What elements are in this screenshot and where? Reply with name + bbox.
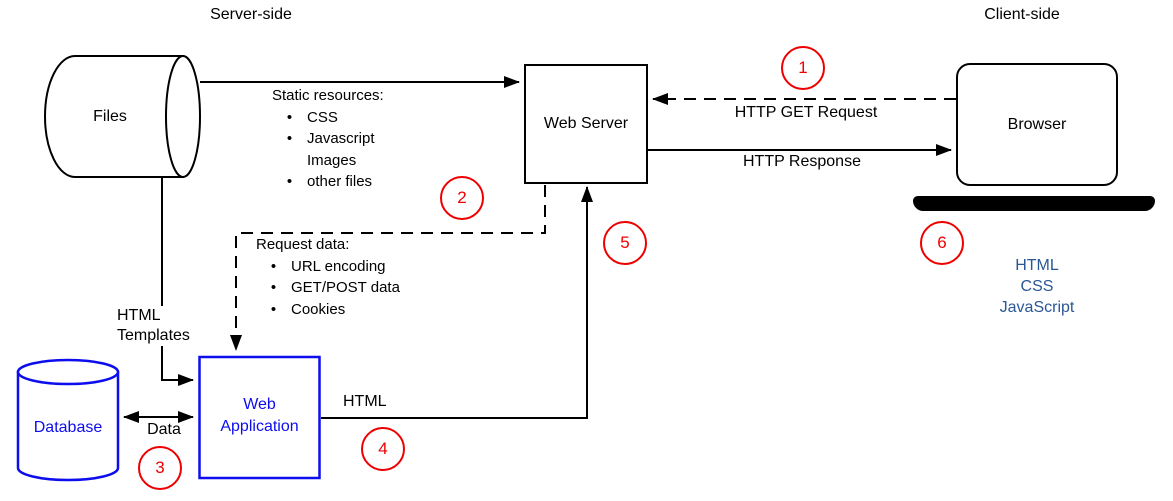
- static-resources-item: • Javascript: [272, 128, 384, 150]
- html-edge-label: HTML: [343, 393, 387, 410]
- bullet-icon: •: [286, 130, 293, 147]
- request-data-item: • GET/POST data: [256, 277, 400, 299]
- bullet-icon: •: [270, 300, 277, 318]
- client-tech-line: JavaScript: [999, 299, 1075, 316]
- client-tech-text: HTML CSS JavaScript: [957, 255, 1117, 318]
- static-resources-item: • CSS: [272, 107, 384, 129]
- request-data-title: Request data:: [256, 236, 350, 253]
- step-circle-2: 2: [440, 176, 484, 220]
- web-application-node-label: Web Application: [220, 396, 299, 435]
- files-node-label: Files: [93, 108, 127, 125]
- client-tech-line: CSS: [1020, 278, 1054, 295]
- http-response-edge-label: HTTP Response: [743, 153, 861, 170]
- static-resources-item-text: Javascript: [307, 130, 375, 147]
- webapp-html-to-webserver-arrow: [321, 186, 593, 419]
- browser-box: [956, 63, 1118, 186]
- data-edge-label: Data: [147, 421, 181, 438]
- static-resources-item: Images: [272, 150, 384, 172]
- request-data-item-text: Cookies: [291, 300, 346, 318]
- files-cylinder: [44, 55, 201, 178]
- server-side-region-label: Server-side: [210, 6, 292, 23]
- request-data-item: • URL encoding: [256, 256, 400, 278]
- bullet-icon: •: [286, 173, 293, 190]
- request-data-item: • Cookies: [256, 299, 400, 321]
- step-circle-3: 3: [138, 446, 182, 490]
- html-templates-edge-label: HTML Templates: [117, 306, 207, 346]
- request-data-dashed-arrow: [230, 185, 546, 351]
- web-server-box: [524, 64, 648, 184]
- step-circle-6: 6: [920, 221, 964, 265]
- request-data-item-text: GET/POST data: [291, 279, 400, 296]
- web-server-node-label: Web Server: [543, 115, 629, 132]
- bullet-icon: [272, 150, 307, 172]
- bullet-icon: •: [270, 257, 277, 275]
- request-data-item-text: URL encoding: [291, 257, 386, 275]
- database-node-label: Database: [33, 419, 103, 436]
- static-resources-item: • other files: [272, 171, 384, 193]
- static-resources-item-text: CSS: [307, 108, 338, 126]
- browser-node-label: Browser: [1007, 116, 1067, 133]
- static-resources-item-text: Images: [307, 151, 357, 169]
- step-circle-4: 4: [361, 427, 405, 471]
- static-resources-title: Static resources:: [272, 87, 384, 104]
- database-cylinder: [16, 358, 120, 482]
- static-resources-item-text: other files: [307, 173, 373, 190]
- html-templates-arrow: [161, 177, 194, 386]
- step-circle-1: 1: [781, 46, 825, 90]
- client-side-region-label: Client-side: [984, 6, 1060, 23]
- laptop-base-shape: [913, 196, 1155, 211]
- web-application-box: [198, 355, 321, 480]
- static-resources-annotation: Static resources: • CSS • Javascript Ima…: [272, 85, 384, 193]
- request-data-annotation: Request data: • URL encoding • GET/POST …: [256, 234, 400, 320]
- bullet-icon: •: [286, 108, 293, 126]
- client-tech-line: HTML: [1015, 257, 1059, 274]
- step-circle-5: 5: [603, 221, 647, 265]
- http-get-request-edge-label: HTTP GET Request: [734, 104, 878, 121]
- bullet-icon: •: [270, 279, 277, 296]
